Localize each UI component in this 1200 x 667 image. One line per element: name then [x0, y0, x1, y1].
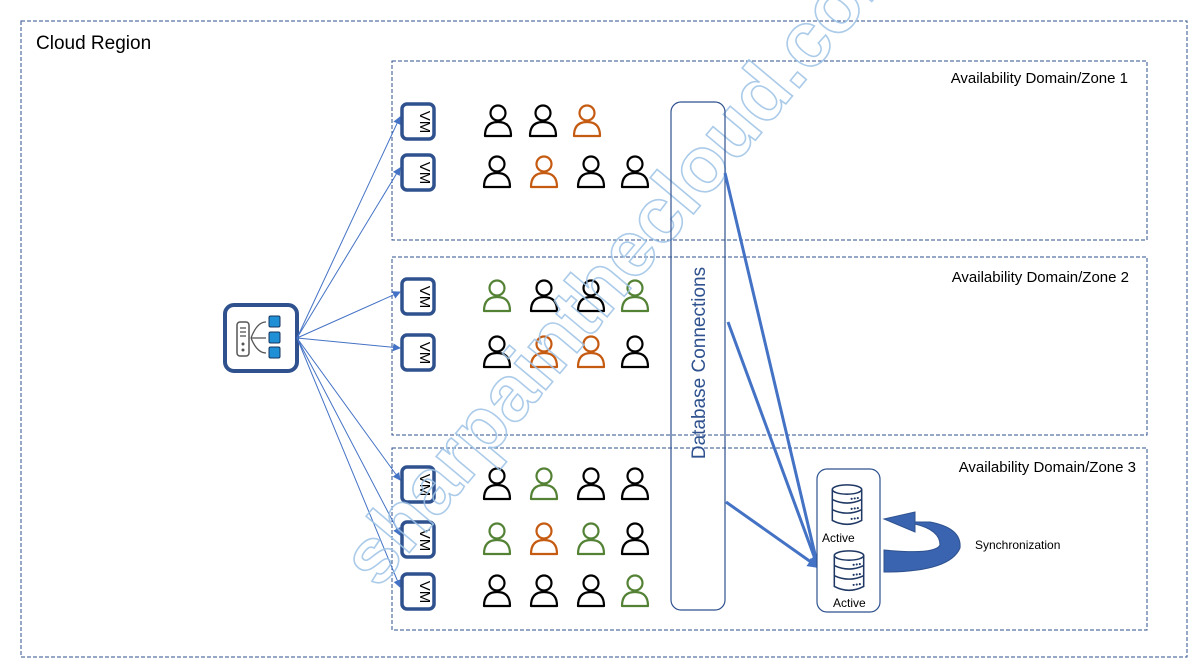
user-icon	[529, 467, 559, 501]
user-icon	[482, 279, 512, 313]
user-icon	[620, 335, 650, 369]
lb-arrow	[296, 116, 401, 339]
user-icon	[572, 104, 602, 138]
vm-box[interactable]: VM	[400, 153, 436, 192]
zone-1-label: Availability Domain/Zone 1	[951, 70, 1128, 87]
zone-3-label: Availability Domain/Zone 3	[959, 459, 1136, 476]
lb-arrow	[296, 291, 401, 339]
zone-1-frame	[391, 60, 1148, 241]
lb-arrow	[296, 337, 402, 588]
database-icon	[833, 550, 865, 592]
vm-box[interactable]: VM	[400, 277, 436, 316]
lb-arrow	[296, 337, 401, 481]
database-cluster: Active Active	[816, 468, 881, 613]
db-connection-arrows	[723, 172, 822, 569]
vm-box[interactable]: VM	[400, 102, 436, 141]
user-icon	[620, 574, 650, 608]
cloud-region-title: Cloud Region	[36, 33, 151, 54]
lb-arrow	[296, 167, 401, 339]
user-icon	[576, 522, 606, 556]
user-icon	[620, 522, 650, 556]
vm-box[interactable]: VM	[400, 465, 436, 504]
sync-arrow-icon	[882, 511, 961, 573]
vm-label: VM	[416, 581, 433, 604]
lb-arrow	[296, 337, 401, 352]
user-icon	[529, 155, 559, 189]
user-icon	[576, 574, 606, 608]
vm-box[interactable]: VM	[400, 520, 436, 559]
user-icon	[529, 574, 559, 608]
lb-to-vm-arrows	[296, 116, 402, 588]
database-connections-box	[670, 101, 726, 611]
vm-box[interactable]: VM	[400, 572, 436, 611]
database-2-label: Active	[833, 596, 866, 610]
zone-2-label: Availability Domain/Zone 2	[952, 269, 1129, 286]
user-icon	[482, 574, 512, 608]
user-icon	[529, 522, 559, 556]
user-icon	[482, 522, 512, 556]
sync-label: Synchronization	[975, 538, 1060, 552]
database-1-label: Active	[822, 531, 855, 545]
vm-label: VM	[416, 474, 433, 497]
database-icon	[831, 484, 863, 526]
user-icon	[576, 467, 606, 501]
vm-box[interactable]: VM	[400, 333, 436, 372]
user-icon	[483, 104, 513, 138]
user-icon	[620, 467, 650, 501]
lb-arrow	[296, 337, 401, 536]
zone-3-frame	[391, 447, 1148, 631]
vm-label: VM	[416, 111, 433, 134]
vm-label: VM	[416, 162, 433, 185]
vm-label: VM	[416, 286, 433, 309]
user-icon	[482, 155, 512, 189]
user-icon	[528, 104, 558, 138]
cloud-region-frame	[20, 20, 1188, 658]
user-icon	[576, 155, 606, 189]
load-balancer-icon	[236, 315, 281, 359]
vm-label: VM	[416, 342, 433, 365]
vm-label: VM	[416, 529, 433, 552]
database-connections-label: Database Connections	[689, 267, 710, 459]
load-balancer[interactable]	[223, 303, 299, 373]
